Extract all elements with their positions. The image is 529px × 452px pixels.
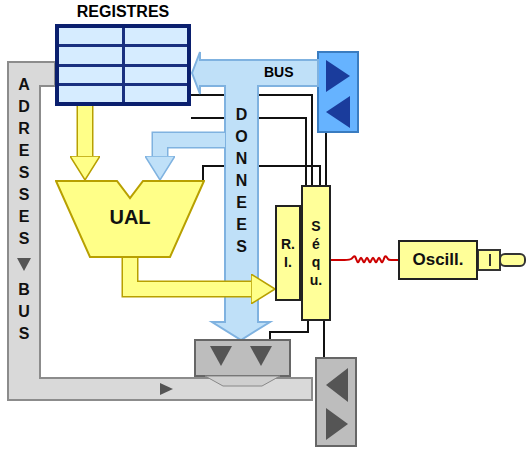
address-buffer	[316, 358, 356, 446]
node-text: Séqu.	[309, 217, 323, 289]
connector-path	[331, 256, 398, 262]
register-cell	[125, 28, 188, 44]
address-bus: ADRESSES BUS	[8, 74, 40, 345]
plug-tip	[500, 254, 525, 266]
bus-buffer	[318, 52, 358, 132]
node-text: ADRESSES	[16, 74, 32, 250]
control-wire	[270, 321, 308, 340]
register-grid	[55, 24, 191, 106]
node-text: R.I.	[281, 235, 295, 271]
alu-shape: UAL	[55, 180, 205, 258]
buffer-triangle	[210, 346, 232, 366]
control-wire	[203, 166, 320, 185]
node-text: REGISTRES	[55, 2, 191, 22]
address-bus-band	[8, 62, 312, 400]
connector-path	[160, 140, 225, 156]
connector-outline	[130, 258, 251, 289]
buffer-chevron	[205, 376, 280, 386]
connector-outline	[160, 140, 225, 156]
bus-label: BUS	[264, 64, 294, 80]
register-cell	[59, 67, 122, 83]
plug-body	[478, 250, 500, 270]
data-buffer	[195, 340, 290, 376]
node-text: Oscill.	[412, 250, 463, 270]
buffer-triangle	[326, 96, 350, 128]
register-cell	[59, 86, 122, 102]
register-cell	[125, 86, 188, 102]
node-text: DONNEES	[234, 104, 250, 258]
buffer-triangle	[326, 368, 348, 402]
control-wire	[323, 321, 325, 358]
register-cell	[125, 47, 188, 63]
bus-connector	[160, 140, 225, 156]
bus-direction-arrow	[160, 383, 173, 395]
register-cell	[125, 67, 188, 83]
buffer-triangle	[250, 346, 272, 366]
plug-groove	[489, 254, 491, 266]
register-file: REGISTRES	[55, 2, 191, 106]
connector-outline	[77, 106, 94, 156]
connector-path	[78, 106, 92, 156]
node-text: UAL	[109, 206, 150, 258]
bus-connector	[85, 106, 86, 156]
buffer-triangle	[326, 60, 350, 92]
sequencer: Séqu.	[301, 185, 331, 321]
register-cell	[59, 47, 122, 63]
bus-connector	[130, 258, 251, 289]
bus-direction-arrow	[17, 258, 31, 271]
bus-connector	[331, 256, 398, 262]
register-cell	[59, 28, 122, 44]
control-wire	[325, 132, 327, 185]
connector-path	[130, 258, 251, 289]
data-bus: DONNEES	[225, 104, 258, 264]
node-text: BUS	[16, 279, 32, 345]
oscillator: Oscill.	[398, 240, 478, 280]
instruction-register: R.I.	[275, 205, 301, 301]
buffer-triangle	[326, 408, 348, 440]
alu-polygon	[56, 181, 204, 257]
